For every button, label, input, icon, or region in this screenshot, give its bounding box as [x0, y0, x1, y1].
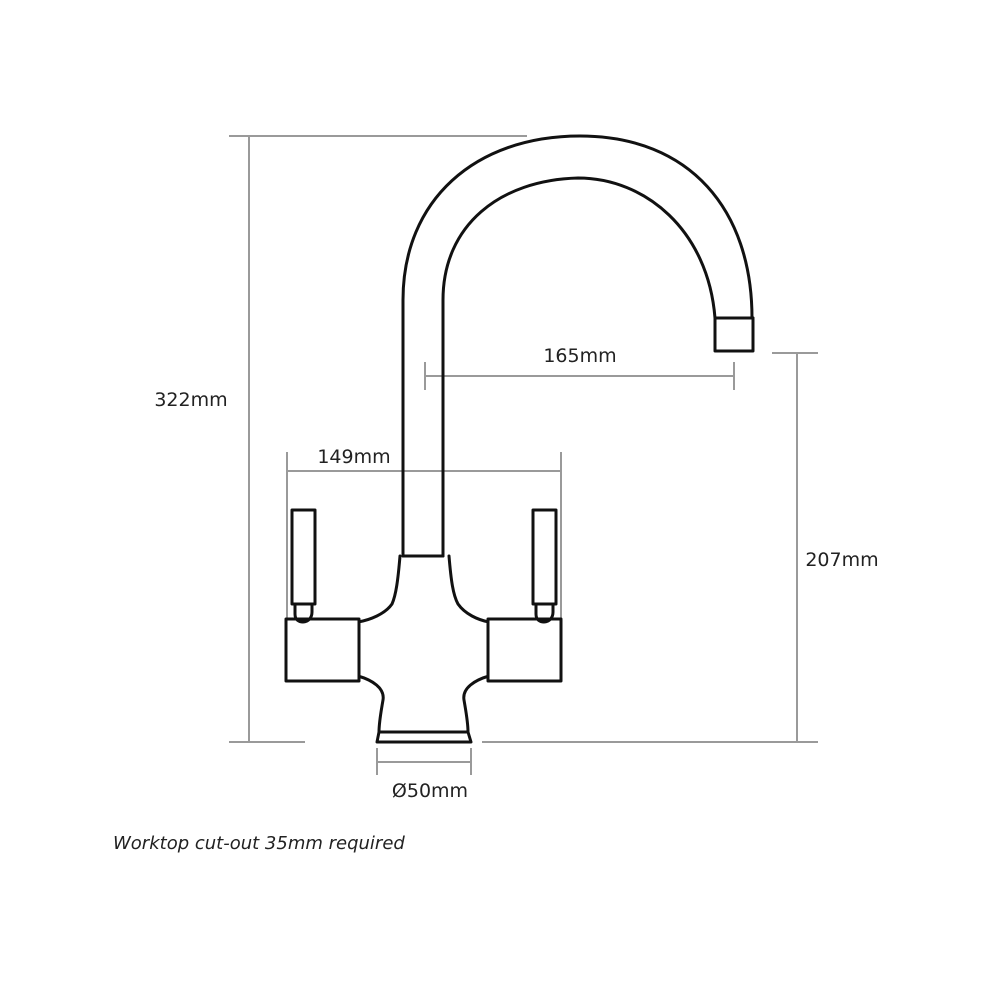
base-diameter-label: Ø50mm	[392, 780, 468, 802]
left-handle-hub	[284, 617, 361, 683]
tap-base	[375, 730, 473, 744]
handle-span-label: 149mm	[317, 446, 390, 468]
worktop-cutout-note: Worktop cut-out 35mm required	[113, 833, 405, 854]
left-handle-stem	[293, 602, 314, 624]
dimension-spout-reach: 165mm	[424, 345, 735, 390]
spout-aerator	[713, 316, 755, 353]
spout-height-label: 207mm	[805, 549, 878, 571]
spout-inner-curve	[441, 176, 717, 558]
spout-outer-curve	[401, 134, 754, 558]
overall-height-label: 322mm	[154, 389, 227, 411]
dimension-overall-height: 322mm	[154, 135, 527, 743]
right-handle-lever	[531, 508, 558, 606]
right-handle-hub	[486, 617, 563, 683]
spout-reach-label: 165mm	[543, 345, 616, 367]
tap-body	[356, 554, 491, 734]
tap-outline	[284, 134, 755, 744]
left-handle-lever	[290, 508, 317, 606]
dimension-base-diameter: Ø50mm	[376, 748, 472, 802]
dimension-handle-span: 149mm	[286, 446, 562, 620]
right-handle-stem	[534, 602, 555, 624]
dimension-spout-height: 207mm	[482, 352, 879, 743]
